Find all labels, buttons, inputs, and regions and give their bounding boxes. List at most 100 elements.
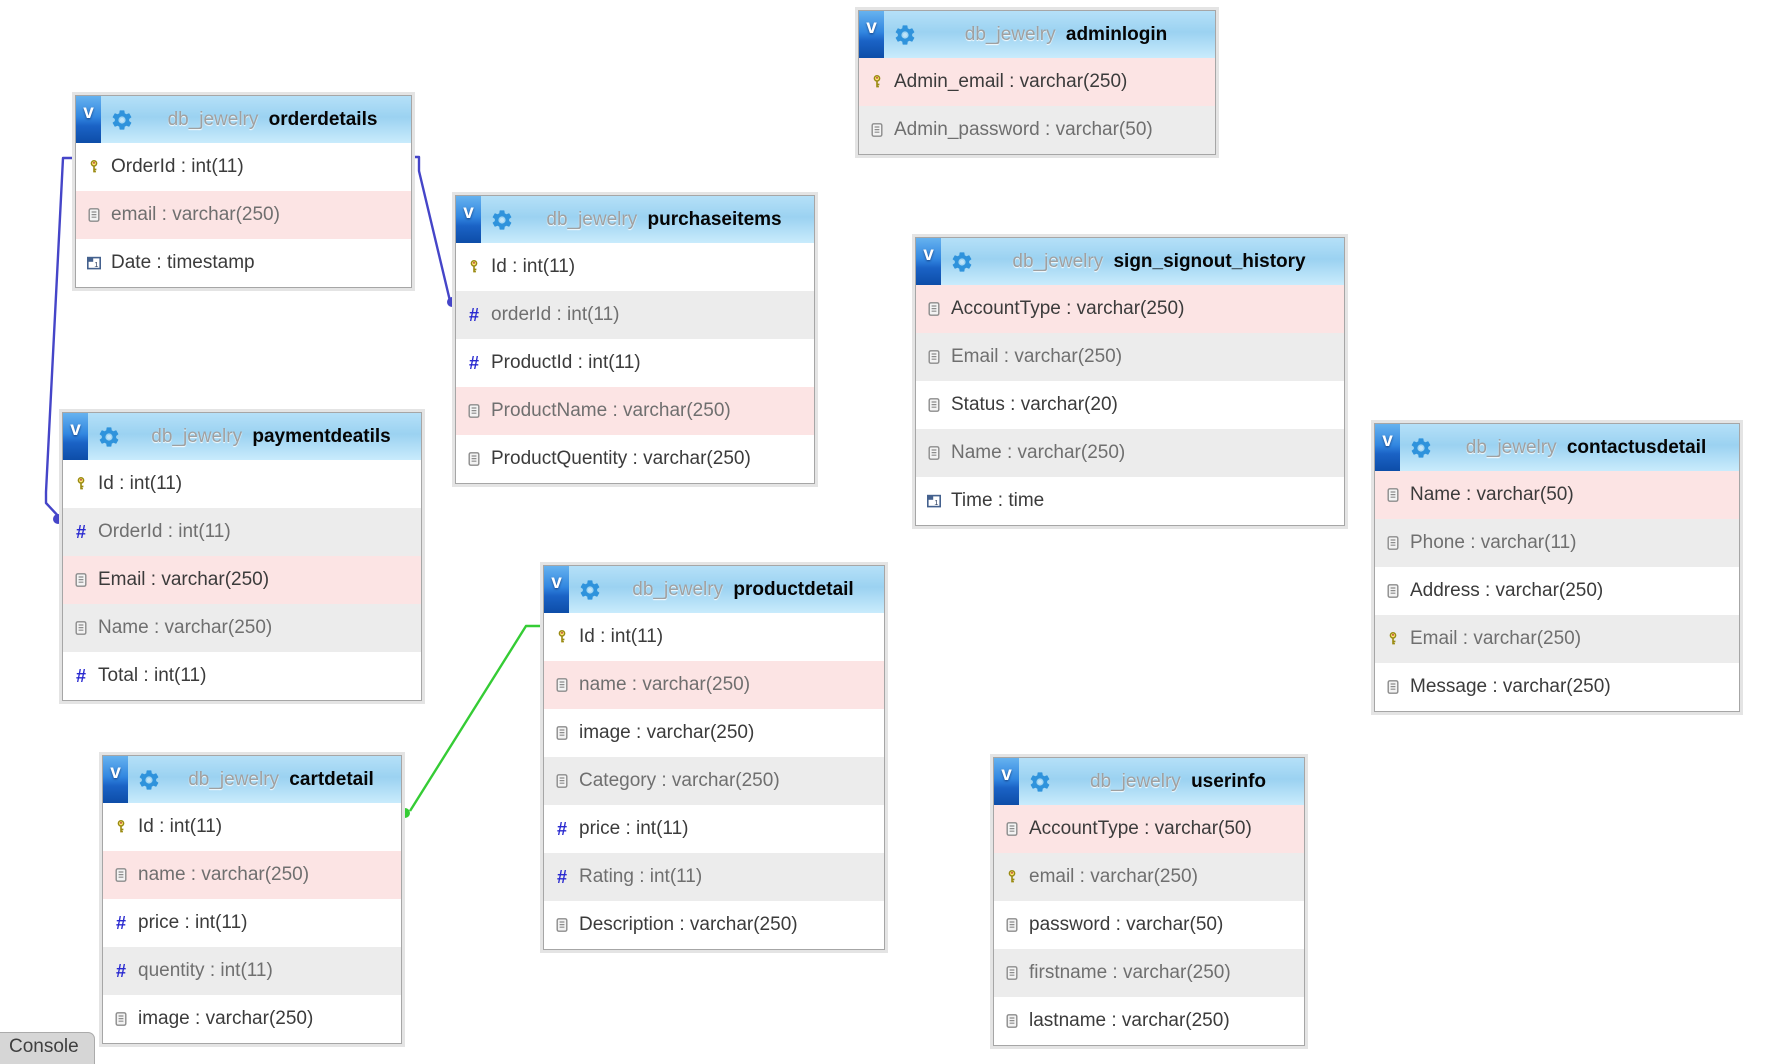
- table-toggle-icon[interactable]: v: [63, 413, 88, 460]
- table-options-gear-icon[interactable]: [578, 578, 602, 602]
- field-row-productdetail-image[interactable]: image : varchar(250): [544, 709, 884, 757]
- field-row-cartdetail-quentity[interactable]: #quentity : int(11): [103, 947, 401, 995]
- field-row-sign_signout_history-Name[interactable]: Name : varchar(250): [916, 429, 1344, 477]
- field-label: Address : varchar(250): [1410, 580, 1604, 601]
- table-toggle-icon[interactable]: v: [916, 238, 941, 285]
- relation-line-orderdetails-paymentdeatils[interactable]: [44, 156, 76, 519]
- table-header[interactable]: v db_jewelry adminlogin: [859, 11, 1215, 58]
- table-options-gear-icon[interactable]: [110, 108, 134, 132]
- relation-line-orderdetails-purchaseitems[interactable]: [410, 155, 452, 302]
- field-row-userinfo-password[interactable]: password : varchar(50): [994, 901, 1304, 949]
- table-name-label: paymentdeatils: [247, 425, 391, 447]
- table-options-gear-icon[interactable]: [950, 250, 974, 274]
- relation-endpoint-dot: [447, 297, 457, 307]
- text-column-icon: [1385, 679, 1401, 695]
- numeric-column-icon: #: [75, 522, 86, 542]
- console-tab-button[interactable]: Console: [0, 1032, 95, 1064]
- field-row-userinfo-firstname[interactable]: firstname : varchar(250): [994, 949, 1304, 997]
- field-row-contactusdetail-Name[interactable]: Name : varchar(50): [1375, 471, 1739, 519]
- field-row-purchaseitems-orderId[interactable]: #orderId : int(11): [456, 291, 814, 339]
- svg-text:1: 1: [94, 260, 98, 269]
- table-card-sign_signout_history[interactable]: v db_jewelry sign_signout_history Accoun…: [912, 234, 1348, 529]
- table-header[interactable]: v db_jewelry cartdetail: [103, 756, 401, 803]
- table-header[interactable]: v db_jewelry userinfo: [994, 758, 1304, 805]
- field-row-cartdetail-price[interactable]: #price : int(11): [103, 899, 401, 947]
- table-card-paymentdeatils[interactable]: v db_jewelry paymentdeatils Id : int(11)…: [59, 409, 425, 704]
- table-toggle-icon[interactable]: v: [994, 758, 1019, 805]
- table-header[interactable]: v db_jewelry sign_signout_history: [916, 238, 1344, 285]
- field-row-productdetail-Id[interactable]: Id : int(11): [544, 613, 884, 661]
- table-card-adminlogin[interactable]: v db_jewelry adminlogin Admin_email : va…: [855, 7, 1219, 158]
- field-row-purchaseitems-Id[interactable]: Id : int(11): [456, 243, 814, 291]
- table-options-gear-icon[interactable]: [893, 23, 917, 47]
- field-row-contactusdetail-Phone[interactable]: Phone : varchar(11): [1375, 519, 1739, 567]
- field-row-sign_signout_history-Status[interactable]: Status : varchar(20): [916, 381, 1344, 429]
- field-row-purchaseitems-ProductName[interactable]: ProductName : varchar(250): [456, 387, 814, 435]
- field-row-paymentdeatils-Name[interactable]: Name : varchar(250): [63, 604, 421, 652]
- field-row-userinfo-AccountType[interactable]: AccountType : varchar(50): [994, 805, 1304, 853]
- table-card-contactusdetail[interactable]: v db_jewelry contactusdetail Name : varc…: [1371, 420, 1743, 715]
- field-row-adminlogin-Admin_password[interactable]: Admin_password : varchar(50): [859, 106, 1215, 154]
- table-header[interactable]: v db_jewelry productdetail: [544, 566, 884, 613]
- table-name-label: orderdetails: [263, 108, 378, 130]
- table-toggle-icon[interactable]: v: [103, 756, 128, 803]
- field-row-purchaseitems-ProductId[interactable]: #ProductId : int(11): [456, 339, 814, 387]
- field-row-productdetail-price[interactable]: #price : int(11): [544, 805, 884, 853]
- table-options-gear-icon[interactable]: [137, 768, 161, 792]
- relation-endpoint-dot: [53, 514, 63, 524]
- table-db-label: db_jewelry: [1012, 250, 1104, 272]
- field-row-adminlogin-Admin_email[interactable]: Admin_email : varchar(250): [859, 58, 1215, 106]
- field-label: AccountType : varchar(250): [951, 298, 1185, 319]
- table-header[interactable]: v db_jewelry orderdetails: [76, 96, 411, 143]
- field-label: firstname : varchar(250): [1029, 962, 1231, 983]
- numeric-column-icon: #: [75, 666, 86, 686]
- table-options-gear-icon[interactable]: [490, 208, 514, 232]
- table-card-purchaseitems[interactable]: v db_jewelry purchaseitems Id : int(11)#…: [452, 192, 818, 487]
- field-row-cartdetail-image[interactable]: image : varchar(250): [103, 995, 401, 1043]
- field-row-productdetail-name[interactable]: name : varchar(250): [544, 661, 884, 709]
- table-header[interactable]: v db_jewelry purchaseitems: [456, 196, 814, 243]
- table-toggle-icon[interactable]: v: [544, 566, 569, 613]
- relation-line-productdetail-cartdetail[interactable]: [408, 624, 543, 812]
- table-options-gear-icon[interactable]: [1028, 770, 1052, 794]
- field-row-orderdetails-OrderId[interactable]: OrderId : int(11): [76, 143, 411, 191]
- field-row-orderdetails-email[interactable]: email : varchar(250): [76, 191, 411, 239]
- field-row-productdetail-Description[interactable]: Description : varchar(250): [544, 901, 884, 949]
- table-header[interactable]: v db_jewelry contactusdetail: [1375, 424, 1739, 471]
- field-label: quentity : int(11): [138, 960, 273, 981]
- field-row-cartdetail-Id[interactable]: Id : int(11): [103, 803, 401, 851]
- table-toggle-icon[interactable]: v: [859, 11, 884, 58]
- field-row-contactusdetail-Message[interactable]: Message : varchar(250): [1375, 663, 1739, 711]
- field-row-sign_signout_history-Email[interactable]: Email : varchar(250): [916, 333, 1344, 381]
- table-card-orderdetails[interactable]: v db_jewelry orderdetails OrderId : int(…: [72, 92, 415, 291]
- field-row-paymentdeatils-Email[interactable]: Email : varchar(250): [63, 556, 421, 604]
- field-row-paymentdeatils-OrderId[interactable]: #OrderId : int(11): [63, 508, 421, 556]
- table-toggle-icon[interactable]: v: [456, 196, 481, 243]
- field-row-sign_signout_history-AccountType[interactable]: AccountType : varchar(250): [916, 285, 1344, 333]
- field-row-paymentdeatils-Id[interactable]: Id : int(11): [63, 460, 421, 508]
- table-card-userinfo[interactable]: v db_jewelry userinfo AccountType : varc…: [990, 754, 1308, 1049]
- table-card-productdetail[interactable]: v db_jewelry productdetail Id : int(11)n…: [540, 562, 888, 953]
- table-toggle-icon[interactable]: v: [1375, 424, 1400, 471]
- table-options-gear-icon[interactable]: [1409, 436, 1433, 460]
- table-header[interactable]: v db_jewelry paymentdeatils: [63, 413, 421, 460]
- field-label: Rating : int(11): [579, 866, 703, 887]
- field-label: AccountType : varchar(50): [1029, 818, 1252, 839]
- datetime-column-icon: 1: [926, 493, 942, 509]
- table-toggle-icon[interactable]: v: [76, 96, 101, 143]
- table-options-gear-icon[interactable]: [97, 425, 121, 449]
- field-row-productdetail-Category[interactable]: Category : varchar(250): [544, 757, 884, 805]
- field-label: Phone : varchar(11): [1410, 532, 1577, 553]
- field-row-productdetail-Rating[interactable]: #Rating : int(11): [544, 853, 884, 901]
- field-row-userinfo-lastname[interactable]: lastname : varchar(250): [994, 997, 1304, 1045]
- field-row-contactusdetail-Address[interactable]: Address : varchar(250): [1375, 567, 1739, 615]
- field-row-cartdetail-name[interactable]: name : varchar(250): [103, 851, 401, 899]
- table-card-cartdetail[interactable]: v db_jewelry cartdetail Id : int(11)name…: [99, 752, 405, 1047]
- primary-key-icon: [466, 259, 482, 275]
- field-row-userinfo-email[interactable]: email : varchar(250): [994, 853, 1304, 901]
- field-row-paymentdeatils-Total[interactable]: #Total : int(11): [63, 652, 421, 700]
- field-row-purchaseitems-ProductQuentity[interactable]: ProductQuentity : varchar(250): [456, 435, 814, 483]
- field-row-contactusdetail-Email[interactable]: Email : varchar(250): [1375, 615, 1739, 663]
